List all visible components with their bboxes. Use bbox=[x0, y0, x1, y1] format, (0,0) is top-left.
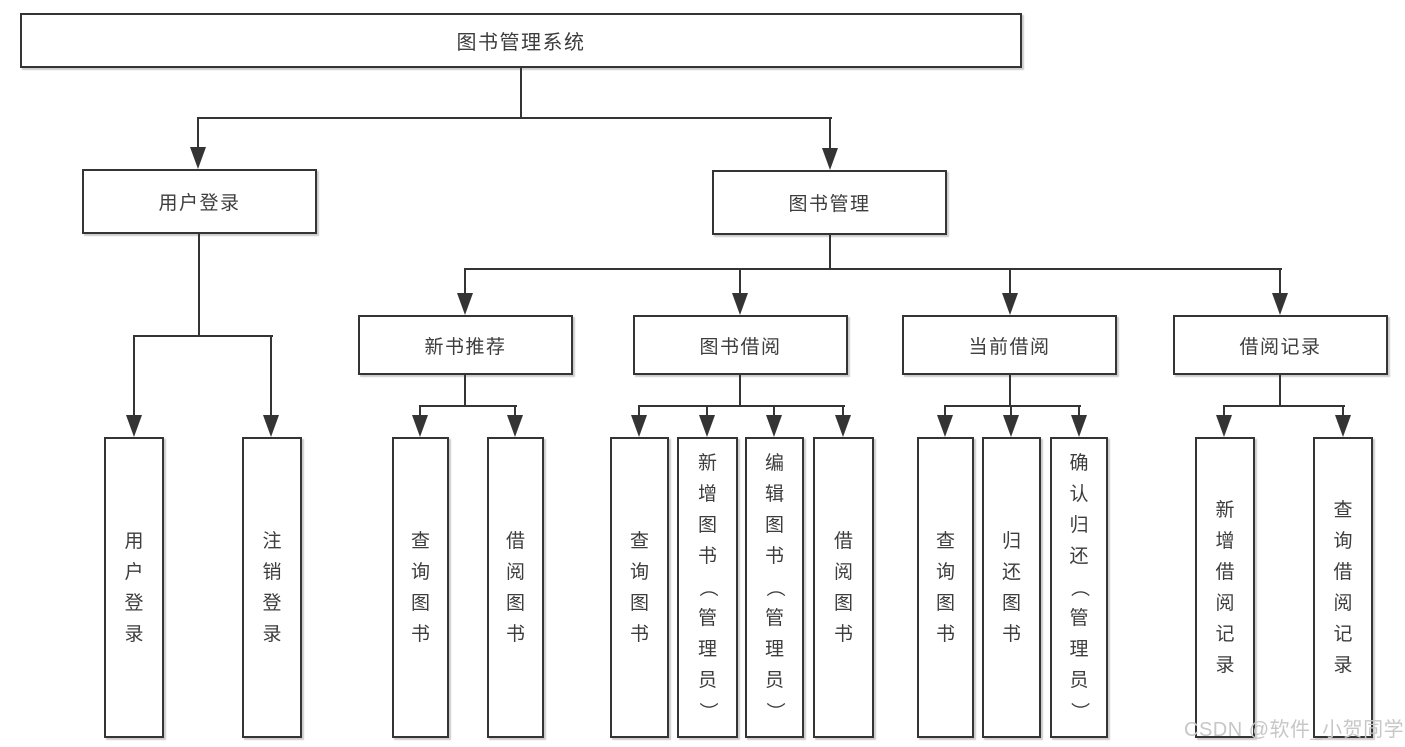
connector-line bbox=[133, 335, 135, 417]
connector-line bbox=[1279, 375, 1281, 407]
connector-line bbox=[773, 405, 775, 419]
arrowhead bbox=[412, 415, 428, 437]
arrowhead bbox=[835, 415, 851, 437]
arrowhead bbox=[126, 415, 142, 437]
arrowhead bbox=[822, 148, 838, 170]
connector-line bbox=[197, 117, 199, 149]
leaf-br-add-record: 新增借阅记录 bbox=[1195, 437, 1255, 738]
connector-line bbox=[1342, 405, 1344, 419]
connector-line bbox=[1009, 375, 1011, 407]
connector-line bbox=[419, 405, 517, 407]
connector-line bbox=[1223, 405, 1345, 407]
node-book-borrowing: 图书借阅 bbox=[633, 315, 848, 375]
connector-line bbox=[944, 405, 1081, 407]
arrowhead bbox=[1216, 415, 1232, 437]
leaf-cb-confirm-return-admin: 确认归还（管理员） bbox=[1050, 437, 1108, 738]
leaf-cb-query-books: 查询图书 bbox=[917, 437, 974, 738]
arrowhead bbox=[631, 415, 647, 437]
leaf-logout: 注销登录 bbox=[242, 437, 302, 738]
node-book-management: 图书管理 bbox=[712, 170, 947, 235]
arrowhead bbox=[766, 415, 782, 437]
connector-line bbox=[419, 405, 421, 419]
arrowhead bbox=[190, 147, 206, 169]
connector-line bbox=[133, 335, 273, 337]
connector-line bbox=[739, 268, 741, 295]
connector-line bbox=[944, 405, 946, 419]
arrowhead bbox=[507, 415, 523, 437]
arrowhead bbox=[937, 415, 953, 437]
connector-line bbox=[829, 235, 831, 270]
connector-line bbox=[464, 268, 466, 295]
leaf-bb-borrow-books: 借阅图书 bbox=[813, 437, 874, 738]
connector-line bbox=[638, 405, 640, 419]
node-library-system: 图书管理系统 bbox=[20, 13, 1022, 68]
leaf-rec-borrow-books: 借阅图书 bbox=[487, 437, 544, 738]
connector-line bbox=[464, 268, 1282, 270]
connector-line bbox=[520, 68, 522, 118]
node-borrowing-records: 借阅记录 bbox=[1173, 315, 1388, 375]
arrowhead bbox=[1003, 415, 1019, 437]
arrowhead bbox=[699, 415, 715, 437]
node-user-login: 用户登录 bbox=[82, 169, 317, 234]
arrowhead bbox=[457, 293, 473, 315]
connector-line bbox=[1223, 405, 1225, 419]
connector-line bbox=[739, 375, 741, 407]
arrowhead bbox=[1002, 293, 1018, 315]
leaf-rec-query-books: 查询图书 bbox=[392, 437, 449, 738]
connector-line bbox=[514, 405, 516, 419]
connector-line bbox=[1078, 405, 1080, 419]
arrowhead bbox=[1272, 293, 1288, 315]
node-current-borrowing: 当前借阅 bbox=[902, 315, 1117, 375]
leaf-cb-return-books: 归还图书 bbox=[982, 437, 1041, 738]
connector-line bbox=[638, 405, 845, 407]
connector-line bbox=[1009, 268, 1011, 295]
leaf-user-login: 用户登录 bbox=[104, 437, 164, 738]
arrowhead bbox=[1071, 415, 1087, 437]
csdn-watermark: CSDN @软件_小贺同学 bbox=[1184, 719, 1405, 741]
arrowhead bbox=[1335, 415, 1351, 437]
node-new-book-recommendation: 新书推荐 bbox=[358, 315, 573, 375]
connector-line bbox=[706, 405, 708, 419]
leaf-br-query-record: 查询借阅记录 bbox=[1313, 437, 1373, 738]
connector-line bbox=[270, 335, 272, 417]
arrowhead bbox=[732, 293, 748, 315]
connector-line bbox=[842, 405, 844, 419]
connector-line bbox=[829, 117, 831, 150]
connector-line bbox=[464, 375, 466, 407]
connector-line bbox=[1279, 268, 1281, 295]
arrowhead bbox=[263, 415, 279, 437]
leaf-bb-edit-books-admin: 编辑图书（管理员） bbox=[745, 437, 804, 738]
connector-line bbox=[197, 117, 832, 119]
leaf-bb-add-books-admin: 新增图书（管理员） bbox=[677, 437, 738, 738]
leaf-bb-query-books: 查询图书 bbox=[610, 437, 669, 738]
connector-line bbox=[1010, 405, 1012, 419]
connector-line bbox=[198, 234, 200, 337]
